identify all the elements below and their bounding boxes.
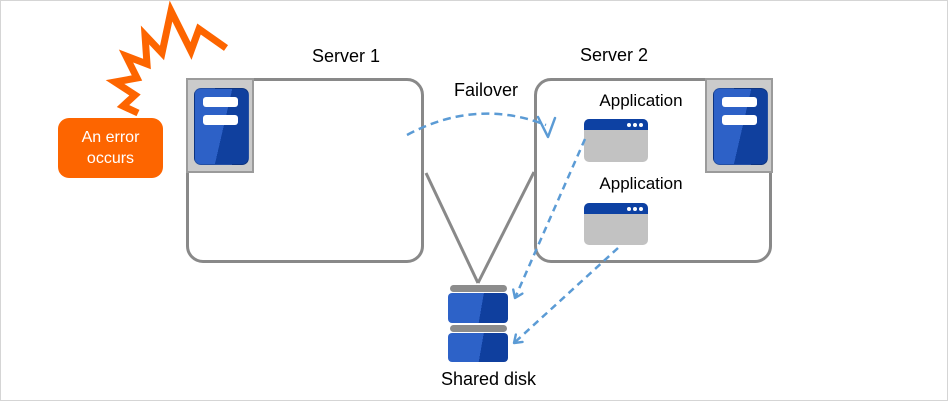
window-titlebar <box>584 119 648 130</box>
server1-tower-icon <box>186 78 254 173</box>
application-window-icon-1 <box>584 119 648 162</box>
disk-cap <box>450 325 507 332</box>
failover-arrow <box>406 112 547 137</box>
tower-slot <box>722 115 757 125</box>
tower-slot <box>722 97 757 107</box>
titlebar-dot <box>639 206 643 211</box>
tower-slot <box>203 115 238 125</box>
disk-platter <box>448 333 508 362</box>
titlebar-dot <box>627 206 631 211</box>
application-window-icon-2 <box>584 203 648 245</box>
server-tower-shape <box>713 88 768 165</box>
tower-slot <box>203 97 238 107</box>
error-callout: An error occurs <box>58 118 163 178</box>
application2-label: Application <box>599 174 683 193</box>
titlebar-dot <box>633 122 637 127</box>
titlebar-dot <box>639 122 643 127</box>
server2-tower-icon <box>705 78 773 173</box>
titlebar-dot <box>627 122 631 127</box>
server1-label: Server 1 <box>311 46 381 66</box>
server2-disk-connector <box>476 171 536 284</box>
shared-disk-label: Shared disk <box>440 369 537 389</box>
failover-label: Failover <box>453 80 519 100</box>
application1-label: Application <box>599 91 683 110</box>
titlebar-dot <box>633 206 637 211</box>
server1-disk-connector <box>424 172 480 284</box>
window-titlebar <box>584 203 648 214</box>
server-tower-shape <box>194 88 249 165</box>
disk-platter <box>448 293 508 323</box>
disk-cap <box>450 285 507 292</box>
server2-label: Server 2 <box>579 45 649 65</box>
